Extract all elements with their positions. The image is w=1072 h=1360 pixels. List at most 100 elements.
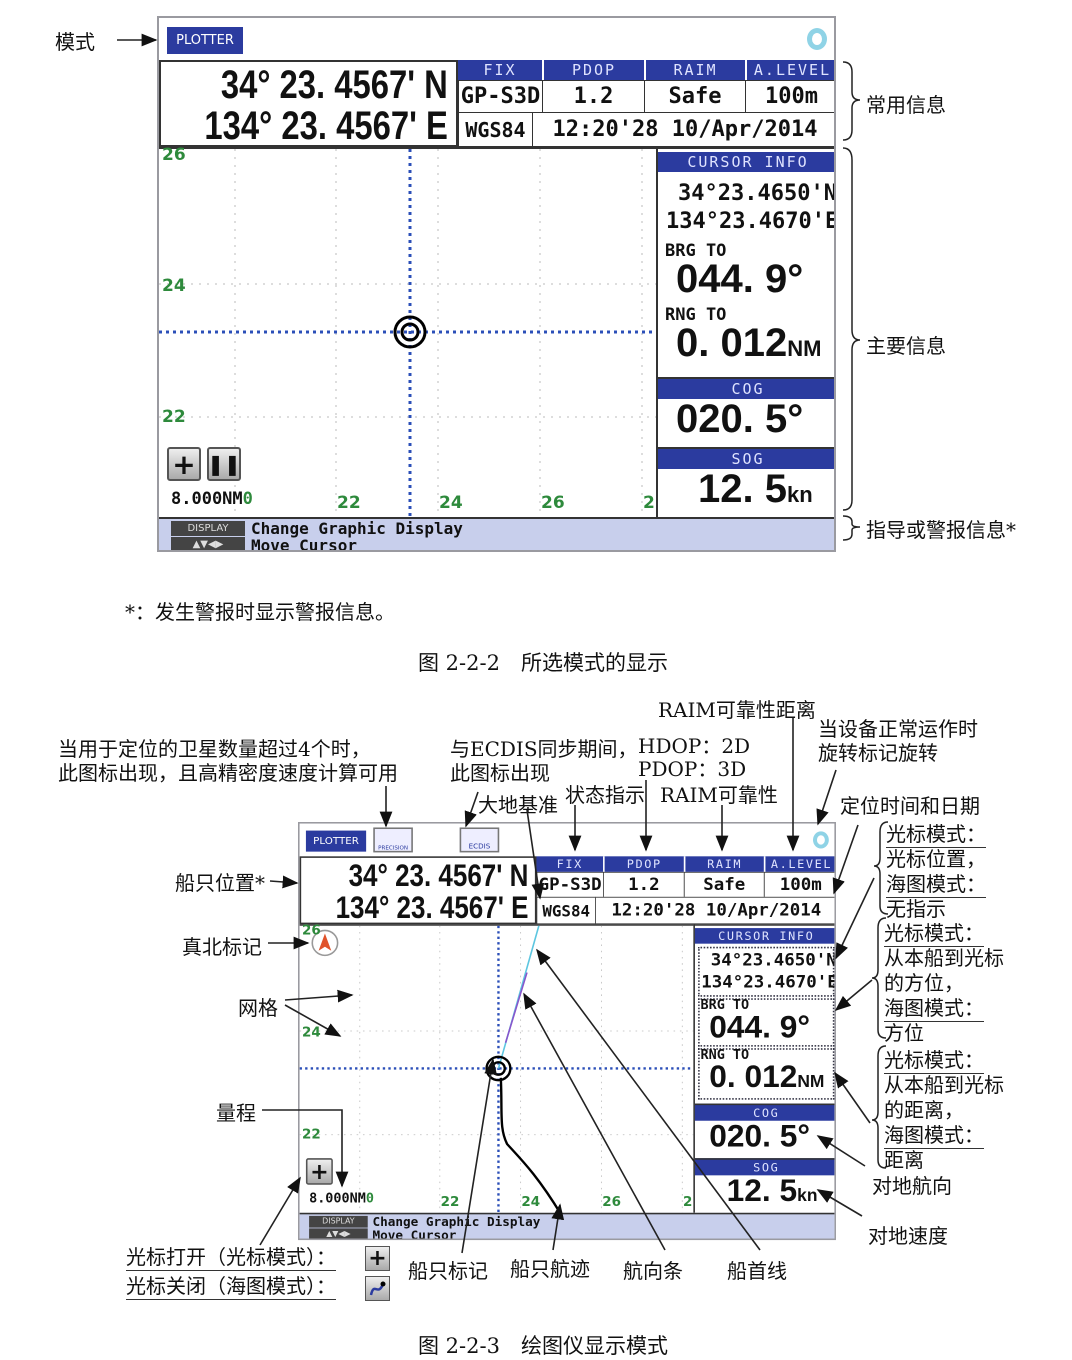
own-ship-position: 34° 23. 4567' N 134° 23. 4567' E <box>159 60 458 147</box>
common-info-annotation: 常用信息 <box>866 93 946 117</box>
longitude: 134° 23. 4567' E <box>204 104 448 148</box>
datum-annotation: 大地基准 <box>478 793 558 817</box>
cursor-group-line: 海图模式： <box>886 868 986 898</box>
grid-label: 26 <box>301 922 321 939</box>
fix-value: GP-S3D <box>458 80 543 113</box>
heading-line <box>497 925 540 1069</box>
grid-label: 22 <box>337 493 361 513</box>
longitude: 134° 23. 4567' E <box>335 890 529 925</box>
cursor-lat: 34°23.4650'N <box>678 181 836 206</box>
guide-line-1: Change Graphic Display <box>372 1214 541 1230</box>
raim-header: RAIM <box>683 856 764 872</box>
cursor-on-icon: + <box>365 1246 390 1271</box>
datum-value: WGS84 <box>536 896 596 925</box>
cursor-on-button[interactable]: + <box>305 1158 333 1185</box>
grid-label: 22 <box>162 407 186 427</box>
cursor-lon: 134°23.4670'E <box>666 209 836 234</box>
course-bar-annotation: 航向条 <box>623 1259 683 1283</box>
ecdis-icon: ECDIS <box>459 827 500 853</box>
cursor-on-annotation: 光标打开（光标模式）： <box>126 1241 336 1271</box>
brg-label: BRG TO <box>665 241 727 261</box>
brg-value: 044. 9° <box>709 1009 810 1045</box>
grid-label: 24 <box>439 493 463 513</box>
cursor-group-line: 光标位置， <box>886 847 986 871</box>
range-group-line: 距离 <box>884 1148 924 1172</box>
precision-icon: PRECISION <box>373 827 413 853</box>
bearing-group-line: 的方位， <box>884 971 964 995</box>
guidance-bar: DISPLAY ▲▼◀▶ Change Graphic Display Move… <box>299 1212 835 1241</box>
grid-annotation: 网格 <box>238 996 278 1020</box>
north-mark-icon <box>311 929 339 957</box>
range-scale: 8.000NM0 <box>309 1190 374 1207</box>
display-key-icon: DISPLAY <box>309 1215 368 1228</box>
mode-badge: PLOTTER <box>305 830 367 852</box>
fix-time-annotation: 定位时间和日期 <box>840 794 980 818</box>
arrow-keys-icon: ▲▼◀▶ <box>309 1228 368 1239</box>
range-group-line: 的距离， <box>884 1098 964 1122</box>
fix-header: FIX <box>536 856 604 872</box>
grid-label: 24 <box>521 1194 541 1210</box>
course-bar <box>504 972 528 1043</box>
range-group-line: 从本船到光标 <box>884 1073 1004 1097</box>
bearing-group-line: 光标模式： <box>884 917 984 947</box>
pause-button[interactable]: ❚❚ <box>207 447 241 481</box>
spin-note-line: 旋转标记旋转 <box>818 741 938 765</box>
latitude: 34° 23. 4567' N <box>348 858 529 893</box>
guide-info-annotation: 指导或警报信息* <box>866 518 1016 542</box>
spin-note-line: 当设备正常运作时 <box>818 717 978 741</box>
arrow-keys-icon: ▲▼◀▶ <box>171 537 245 550</box>
grid-lines <box>299 925 694 1215</box>
guide-line-2: Move Cursor <box>372 1227 457 1241</box>
grid-label: 26 <box>162 145 186 165</box>
rng-label: RNG TO <box>665 305 727 325</box>
raim-value: Safe <box>644 80 746 113</box>
fix-value: GP-S3D <box>536 871 604 898</box>
mode-badge: PLOTTER <box>167 27 243 54</box>
dop-note-line: PDOP：3D <box>638 757 747 781</box>
range-scale: 8.000NM0 <box>171 489 253 509</box>
ship-mark-annotation: 船只标记 <box>408 1259 488 1283</box>
cursor-on-button[interactable]: + <box>167 447 201 481</box>
plotter-screen-annotated: PLOTTER PRECISION ECDIS 34° 23. 4567' N … <box>298 822 836 1241</box>
cog-header: COG <box>658 377 834 399</box>
brg-value: 044. 9° <box>676 257 804 301</box>
own-ship-position: 34° 23. 4567' N 134° 23. 4567' E <box>299 856 537 925</box>
cursor-off-annotation: 光标关闭（海图模式）： <box>126 1270 336 1300</box>
ship-position-annotation: 船只位置* <box>175 871 265 895</box>
grid-label: 2 <box>643 493 655 513</box>
grid-label: 22 <box>440 1194 460 1210</box>
plot-area[interactable]: 26 24 22 22 24 26 2 + ❚❚ 8.000NM0 <box>159 145 656 519</box>
cursor-info-panel: CURSOR INFO 34°23.4650'N 134°23.4670'E B… <box>693 924 836 1213</box>
latitude: 34° 23. 4567' N <box>221 63 448 107</box>
ship-track-annotation: 船只航迹 <box>510 1257 590 1281</box>
rotating-mark-icon <box>807 28 827 50</box>
grid-label: 24 <box>301 1024 321 1041</box>
sog-header: SOG <box>658 447 834 469</box>
precision-note-line: 当用于定位的卫星数量超过4个时， <box>58 737 371 761</box>
fix-time-date: 12:20'28 10/Apr/2014 <box>595 896 835 925</box>
plot-area[interactable]: 26 24 22 22 24 26 2 + 8.000NM0 <box>299 922 694 1215</box>
pdop-value: 1.2 <box>603 871 685 898</box>
bearing-group-line: 方位 <box>884 1021 924 1045</box>
alevel-value: 100m <box>745 80 834 113</box>
alevel-value: 100m <box>763 871 835 898</box>
plotter-screen: PLOTTER 34° 23. 4567' N 134° 23. 4567' E… <box>157 16 836 552</box>
cog-header: COG <box>694 1103 835 1121</box>
range-group-line: 海图模式： <box>884 1119 984 1149</box>
rng-value: 0. 012NM <box>676 321 822 365</box>
pdop-value: 1.2 <box>542 80 645 113</box>
guide-line-1: Change Graphic Display <box>251 519 463 538</box>
status-indicator-annotation: 状态指示 <box>565 783 645 807</box>
pdop-header: PDOP <box>603 856 684 872</box>
grid-label: 24 <box>162 276 186 296</box>
raim-value: Safe <box>683 871 765 898</box>
grid-lines <box>159 149 656 519</box>
rng-value: 0. 012NM <box>709 1059 825 1095</box>
figure-caption: 图 2-2-3 绘图仪显示模式 <box>418 1334 668 1358</box>
cursor-lat: 34°23.4650'N <box>710 950 836 971</box>
sog-value: 12. 5kn <box>726 1173 818 1209</box>
own-ship-mark <box>393 315 427 349</box>
cog-value: 020. 5° <box>676 397 804 441</box>
main-info-annotation: 主要信息 <box>866 334 946 358</box>
fix-header: FIX <box>458 60 542 80</box>
